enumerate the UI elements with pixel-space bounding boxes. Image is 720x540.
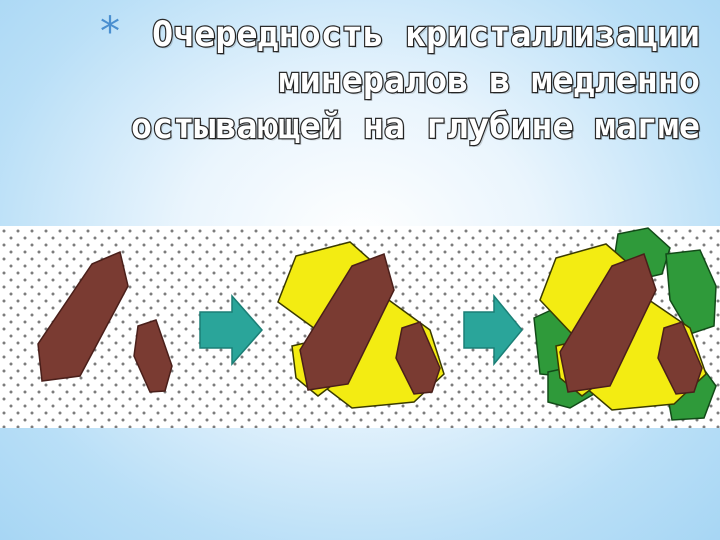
right-arrow-icon	[199, 294, 264, 366]
brown-crystal-large	[37, 250, 129, 382]
brown-crystal-small	[657, 321, 703, 395]
brown-crystal-small	[395, 321, 441, 395]
brown-crystal-small	[133, 319, 173, 393]
crystallization-diagram	[0, 226, 720, 428]
stage-2	[277, 241, 445, 409]
title-block: * Очередность кристаллизации минералов в…	[100, 9, 701, 150]
brown-crystal-large	[299, 253, 395, 391]
stage-1	[37, 250, 173, 393]
slide-title: Очередность кристаллизации минералов в м…	[130, 14, 701, 148]
green-crystal	[665, 249, 717, 335]
brown-crystal-large	[559, 253, 657, 393]
right-arrow-icon	[463, 293, 523, 367]
asterisk-bullet: *	[100, 9, 120, 55]
stage-3	[533, 227, 717, 421]
